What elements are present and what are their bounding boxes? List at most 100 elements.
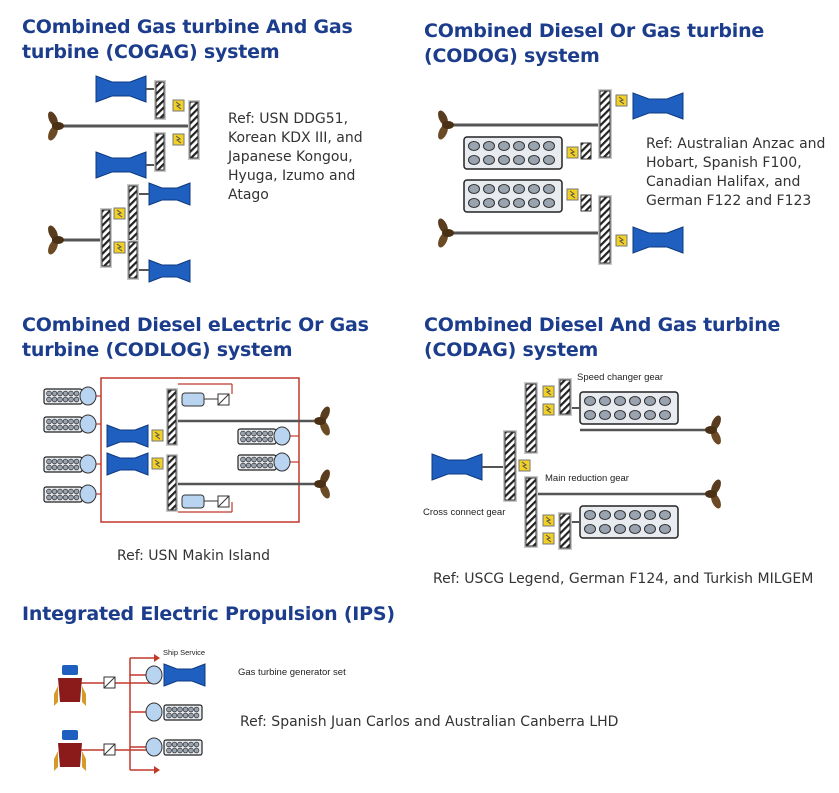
clutch-icon: [518, 459, 531, 472]
clutch-icon: [542, 385, 555, 398]
converter-icon: [217, 495, 230, 508]
clutch-icon: [566, 188, 579, 201]
cogag-title-line2: turbine (COGAG) system: [22, 41, 280, 63]
converter-icon: [103, 743, 116, 756]
clutch-icon: [615, 94, 628, 107]
gas-turbine-icon: [106, 424, 149, 448]
codog-title-line2: (CODOG) system: [424, 45, 600, 67]
motor-icon: [181, 494, 205, 509]
ips-title: Integrated Electric Propulsion (IPS): [22, 602, 395, 627]
propeller-icon: [705, 414, 724, 446]
cogag-ref-line: Atago: [228, 187, 269, 203]
arrow-icon: [154, 654, 160, 662]
propeller-icon: [314, 468, 333, 500]
clutch-icon: [172, 99, 185, 112]
electric-bus: [100, 377, 300, 523]
ips-ref-text: Ref: Spanish Juan Carlos and Australian …: [240, 714, 619, 730]
codog-ref-line: German F122 and F123: [646, 193, 812, 209]
codlog-ref-text: Ref: USN Makin Island: [117, 548, 270, 564]
cogag-ref-line: Japanese Kongou,: [228, 149, 353, 165]
gas-turbine-icon: [148, 259, 191, 283]
pod-thruster-icon: [54, 730, 86, 771]
arrow-icon: [154, 766, 160, 774]
gas-turbine-icon: [632, 92, 684, 120]
clutch-icon: [566, 146, 579, 159]
generator-icon: [145, 702, 163, 722]
generator-icon: [79, 454, 97, 474]
propeller-icon: [314, 405, 333, 437]
codog-title-line1: COmbined Diesel Or Gas turbine: [424, 20, 765, 42]
gas-turbine-generator-set-label: Gas turbine generator set: [238, 667, 346, 678]
diesel-engine-icon: [463, 179, 563, 213]
codlog-title: COmbined Diesel eLectric Or Gas turbine …: [22, 313, 369, 363]
codag-ref-text: Ref: USCG Legend, German F124, and Turki…: [433, 571, 814, 587]
diesel-engine-icon: [579, 391, 679, 425]
codag-ref: Ref: USCG Legend, German F124, and Turki…: [433, 570, 813, 589]
diesel-engine-icon: [579, 505, 679, 539]
generator-icon: [79, 414, 97, 434]
gear-box: [580, 89, 612, 265]
diesel-generator-icon: [163, 704, 203, 721]
clutch-icon: [542, 403, 555, 416]
propeller-icon: [45, 110, 64, 142]
clutch-icon: [151, 457, 164, 470]
diesel-generator-icon: [43, 416, 83, 433]
codlog-diagram: [43, 377, 333, 523]
generator-icon: [145, 737, 163, 757]
codag-diagram: [431, 378, 724, 550]
diesel-generator-icon: [237, 454, 277, 471]
converter-icon: [103, 676, 116, 689]
clutch-icon: [542, 532, 555, 545]
diesel-generator-icon: [237, 428, 277, 445]
diesel-engine-icon: [463, 136, 563, 170]
cogag-ref-line: Ref: USN DDG51,: [228, 111, 349, 127]
converter-icon: [217, 393, 230, 406]
clutch-icon: [542, 514, 555, 527]
gas-turbine-icon: [95, 151, 147, 179]
clutch-icon: [151, 429, 164, 442]
propeller-icon: [435, 217, 454, 249]
clutch-icon: [172, 133, 185, 146]
gas-turbine-icon: [163, 663, 206, 687]
ips-diagram: [54, 654, 206, 774]
propeller-icon: [435, 109, 454, 141]
codog-diagram: [435, 89, 684, 265]
gear-box: [166, 388, 178, 512]
codog-ref: Ref: Australian Anzac and Hobart, Spanis…: [646, 135, 825, 211]
generator-icon: [273, 426, 291, 446]
codog-title: COmbined Diesel Or Gas turbine (CODOG) s…: [424, 19, 764, 69]
gas-turbine-icon: [632, 226, 684, 254]
speed-changer-gear-label: Speed changer gear: [577, 372, 664, 383]
ship-service-label: Ship Service: [163, 648, 206, 657]
clutch-icon: [113, 207, 126, 220]
generator-icon: [79, 386, 97, 406]
diesel-generator-icon: [163, 739, 203, 756]
propeller-icon: [45, 224, 64, 256]
main-reduction-gear-label: Main reduction gear: [545, 473, 629, 484]
clutch-icon: [113, 241, 126, 254]
diesel-generator-icon: [43, 388, 83, 405]
ips-ref: Ref: Spanish Juan Carlos and Australian …: [240, 713, 618, 732]
codlog-title-line2: turbine (CODLOG) system: [22, 339, 293, 361]
generator-icon: [273, 452, 291, 472]
codag-title-line2: (CODAG) system: [424, 339, 599, 361]
cogag-title: COmbined Gas turbine And Gas turbine (CO…: [22, 15, 353, 65]
codog-ref-line: Ref: Australian Anzac and: [646, 136, 826, 152]
gear-box: [100, 80, 200, 280]
cogag-diagram: [45, 75, 200, 283]
clutch-icon: [615, 234, 628, 247]
diesel-generator-icon: [43, 486, 83, 503]
propeller-icon: [705, 478, 724, 510]
cross-connect-gear-label: Cross connect gear: [423, 507, 506, 518]
cogag-ref-line: Korean KDX III, and: [228, 130, 363, 146]
codag-title-line1: COmbined Diesel And Gas turbine: [424, 314, 781, 336]
cogag-title-line1: COmbined Gas turbine And Gas: [22, 16, 353, 38]
generator-icon: [79, 484, 97, 504]
ips-title-line: Integrated Electric Propulsion (IPS): [22, 603, 395, 625]
diesel-generator-icon: [43, 456, 83, 473]
gear-box: [503, 378, 572, 550]
gas-turbine-icon: [106, 452, 149, 476]
cogag-ref-line: Hyuga, Izumo and: [228, 168, 356, 184]
codog-ref-line: Canadian Halifax, and: [646, 174, 801, 190]
pod-thruster-icon: [54, 665, 86, 706]
